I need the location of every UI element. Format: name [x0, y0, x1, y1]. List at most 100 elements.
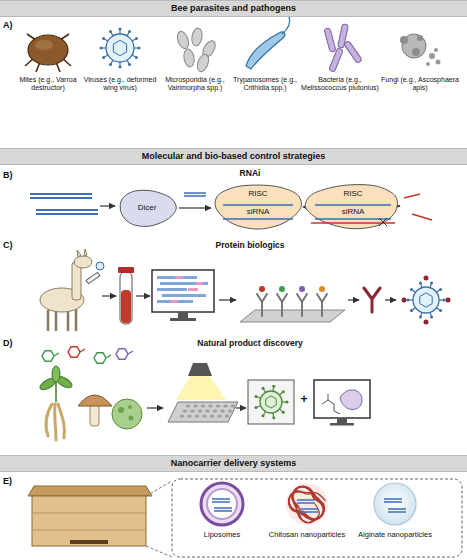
strand-label: siRNA	[213, 207, 303, 217]
sirna-fragment	[184, 193, 206, 196]
trypanosome-icon	[246, 32, 285, 69]
carrier-label-box: Liposomes	[180, 530, 264, 539]
zoom-line	[146, 481, 172, 557]
nanobody-array	[257, 286, 327, 316]
plus-sign: +	[296, 392, 312, 406]
section-title: Molecular and bio-based control strategi…	[142, 151, 326, 162]
pathogen-label-box: Bacteria (e.g., Melissococcus plutonius)	[301, 76, 379, 93]
strand-label: siRNA	[305, 207, 401, 217]
chitosan-particle	[286, 483, 328, 525]
ginseng-root	[46, 404, 65, 440]
panel-letter: E)	[3, 476, 25, 487]
virus-icon	[100, 28, 141, 69]
carrier-label-box: Chitosan nanoparticles	[265, 530, 349, 539]
pathogen-label: Viruses (e.g., deformed wing virus)	[81, 76, 159, 93]
panel-letter: A)	[3, 20, 25, 31]
microbe-cell	[112, 399, 142, 429]
process-arrow	[385, 299, 396, 300]
panel-title-box: RNAi	[200, 168, 300, 178]
panel-title-box: Protein biologics	[180, 240, 320, 250]
process-arrow	[147, 407, 163, 408]
beehive	[28, 486, 152, 546]
mite-body	[28, 35, 68, 65]
mite-icon	[25, 34, 71, 72]
panel-letter-box: B)	[3, 170, 25, 181]
plant-icon	[38, 366, 74, 402]
pathogen-label: Mites (e.g., Varroa destructor)	[9, 76, 87, 93]
assay-panel	[248, 380, 294, 424]
process-arrow	[348, 299, 359, 300]
complex-label: RISC	[305, 189, 401, 199]
pathogen-label-box: Viruses (e.g., deformed wing virus)	[81, 76, 159, 93]
complex-label: Dicer	[138, 203, 157, 213]
process-arrow	[179, 207, 211, 208]
analysis-monitor	[314, 380, 370, 426]
panel-title: Natural product discovery	[150, 338, 350, 348]
dsrna-icon	[30, 194, 98, 214]
carrier-label-box: Alginate nanoparticles	[353, 530, 437, 539]
syringe-icon	[86, 262, 104, 284]
alginate-particle	[374, 483, 416, 525]
process-arrow	[219, 299, 236, 300]
fungi-icon	[400, 34, 441, 66]
process-arrow	[303, 206, 305, 207]
carrier-label: Chitosan nanoparticles	[265, 530, 349, 539]
complex-label: RISC	[213, 189, 303, 199]
carrier-label: Alginate nanoparticles	[353, 530, 437, 539]
neutralised-virus	[402, 276, 451, 325]
blood-tube	[118, 267, 134, 324]
pathogen-label: Bacteria (e.g., Melissococcus plutonius)	[301, 76, 379, 93]
microsporidia-icon	[175, 27, 218, 73]
panel-letter-box: E)	[3, 476, 25, 487]
display-array	[240, 310, 345, 322]
flagellum	[282, 16, 290, 34]
pathogen-label-box: Mites (e.g., Varroa destructor)	[9, 76, 87, 93]
pathogen-label-box: Trypanosomes (e.g., Crithidia spp.)	[226, 76, 304, 93]
antibody-icon	[364, 288, 380, 312]
mite-highlight	[35, 40, 53, 50]
cleaved-mrna	[404, 194, 432, 220]
section-title: Nanocarrier delivery systems	[171, 458, 297, 469]
well-plate	[168, 402, 238, 422]
panel-letter: D)	[3, 338, 25, 349]
risc-complex: RISC siRNA	[305, 182, 401, 230]
process-arrow	[136, 295, 150, 296]
llama-icon	[40, 249, 92, 331]
process-arrow	[100, 205, 115, 206]
panel-letter: B)	[3, 170, 25, 181]
pathogen-label: Trypanosomes (e.g., Crithidia spp.)	[226, 76, 304, 93]
section-title: Bee parasites and pathogens	[171, 3, 296, 14]
dicer-enzyme: Dicer	[117, 188, 177, 228]
plus-sign-box: +	[296, 392, 312, 406]
panel-title: Protein biologics	[180, 240, 320, 250]
pathogen-label: Fungi (e.g., Ascosphaera apis)	[381, 76, 459, 93]
panel-letter-box: C)	[3, 240, 25, 251]
section-band: Nanocarrier delivery systems	[0, 455, 467, 472]
panel-letter: C)	[3, 240, 25, 251]
process-arrow	[236, 407, 246, 408]
liposome	[201, 483, 243, 525]
panel-title-box: Natural product discovery	[150, 338, 350, 348]
pathogen-label-box: Microsporidia (e.g., Vairimorpha spp.)	[156, 76, 234, 93]
zoom-frame	[172, 479, 462, 557]
pathogen-label: Microsporidia (e.g., Vairimorpha spp.)	[156, 76, 234, 93]
risc-complex: RISC siRNA	[213, 182, 303, 230]
sequencing-monitor	[152, 270, 214, 321]
panel-title: RNAi	[200, 168, 300, 178]
pathogen-label-box: Fungi (e.g., Ascosphaera apis)	[381, 76, 459, 93]
mushroom-icon	[78, 395, 112, 426]
section-band: Molecular and bio-based control strategi…	[0, 148, 467, 165]
process-arrow	[102, 295, 116, 296]
section-band: Bee parasites and pathogens	[0, 0, 467, 17]
virus-assay	[254, 385, 288, 420]
screening-lamp	[176, 363, 226, 400]
panel-letter-box: A)	[3, 20, 25, 31]
carrier-label: Liposomes	[180, 530, 264, 539]
plate-wells	[180, 405, 235, 418]
bacteria-icon	[324, 24, 362, 73]
panel-letter-box: D)	[3, 338, 25, 349]
molecule-icons	[42, 347, 133, 363]
